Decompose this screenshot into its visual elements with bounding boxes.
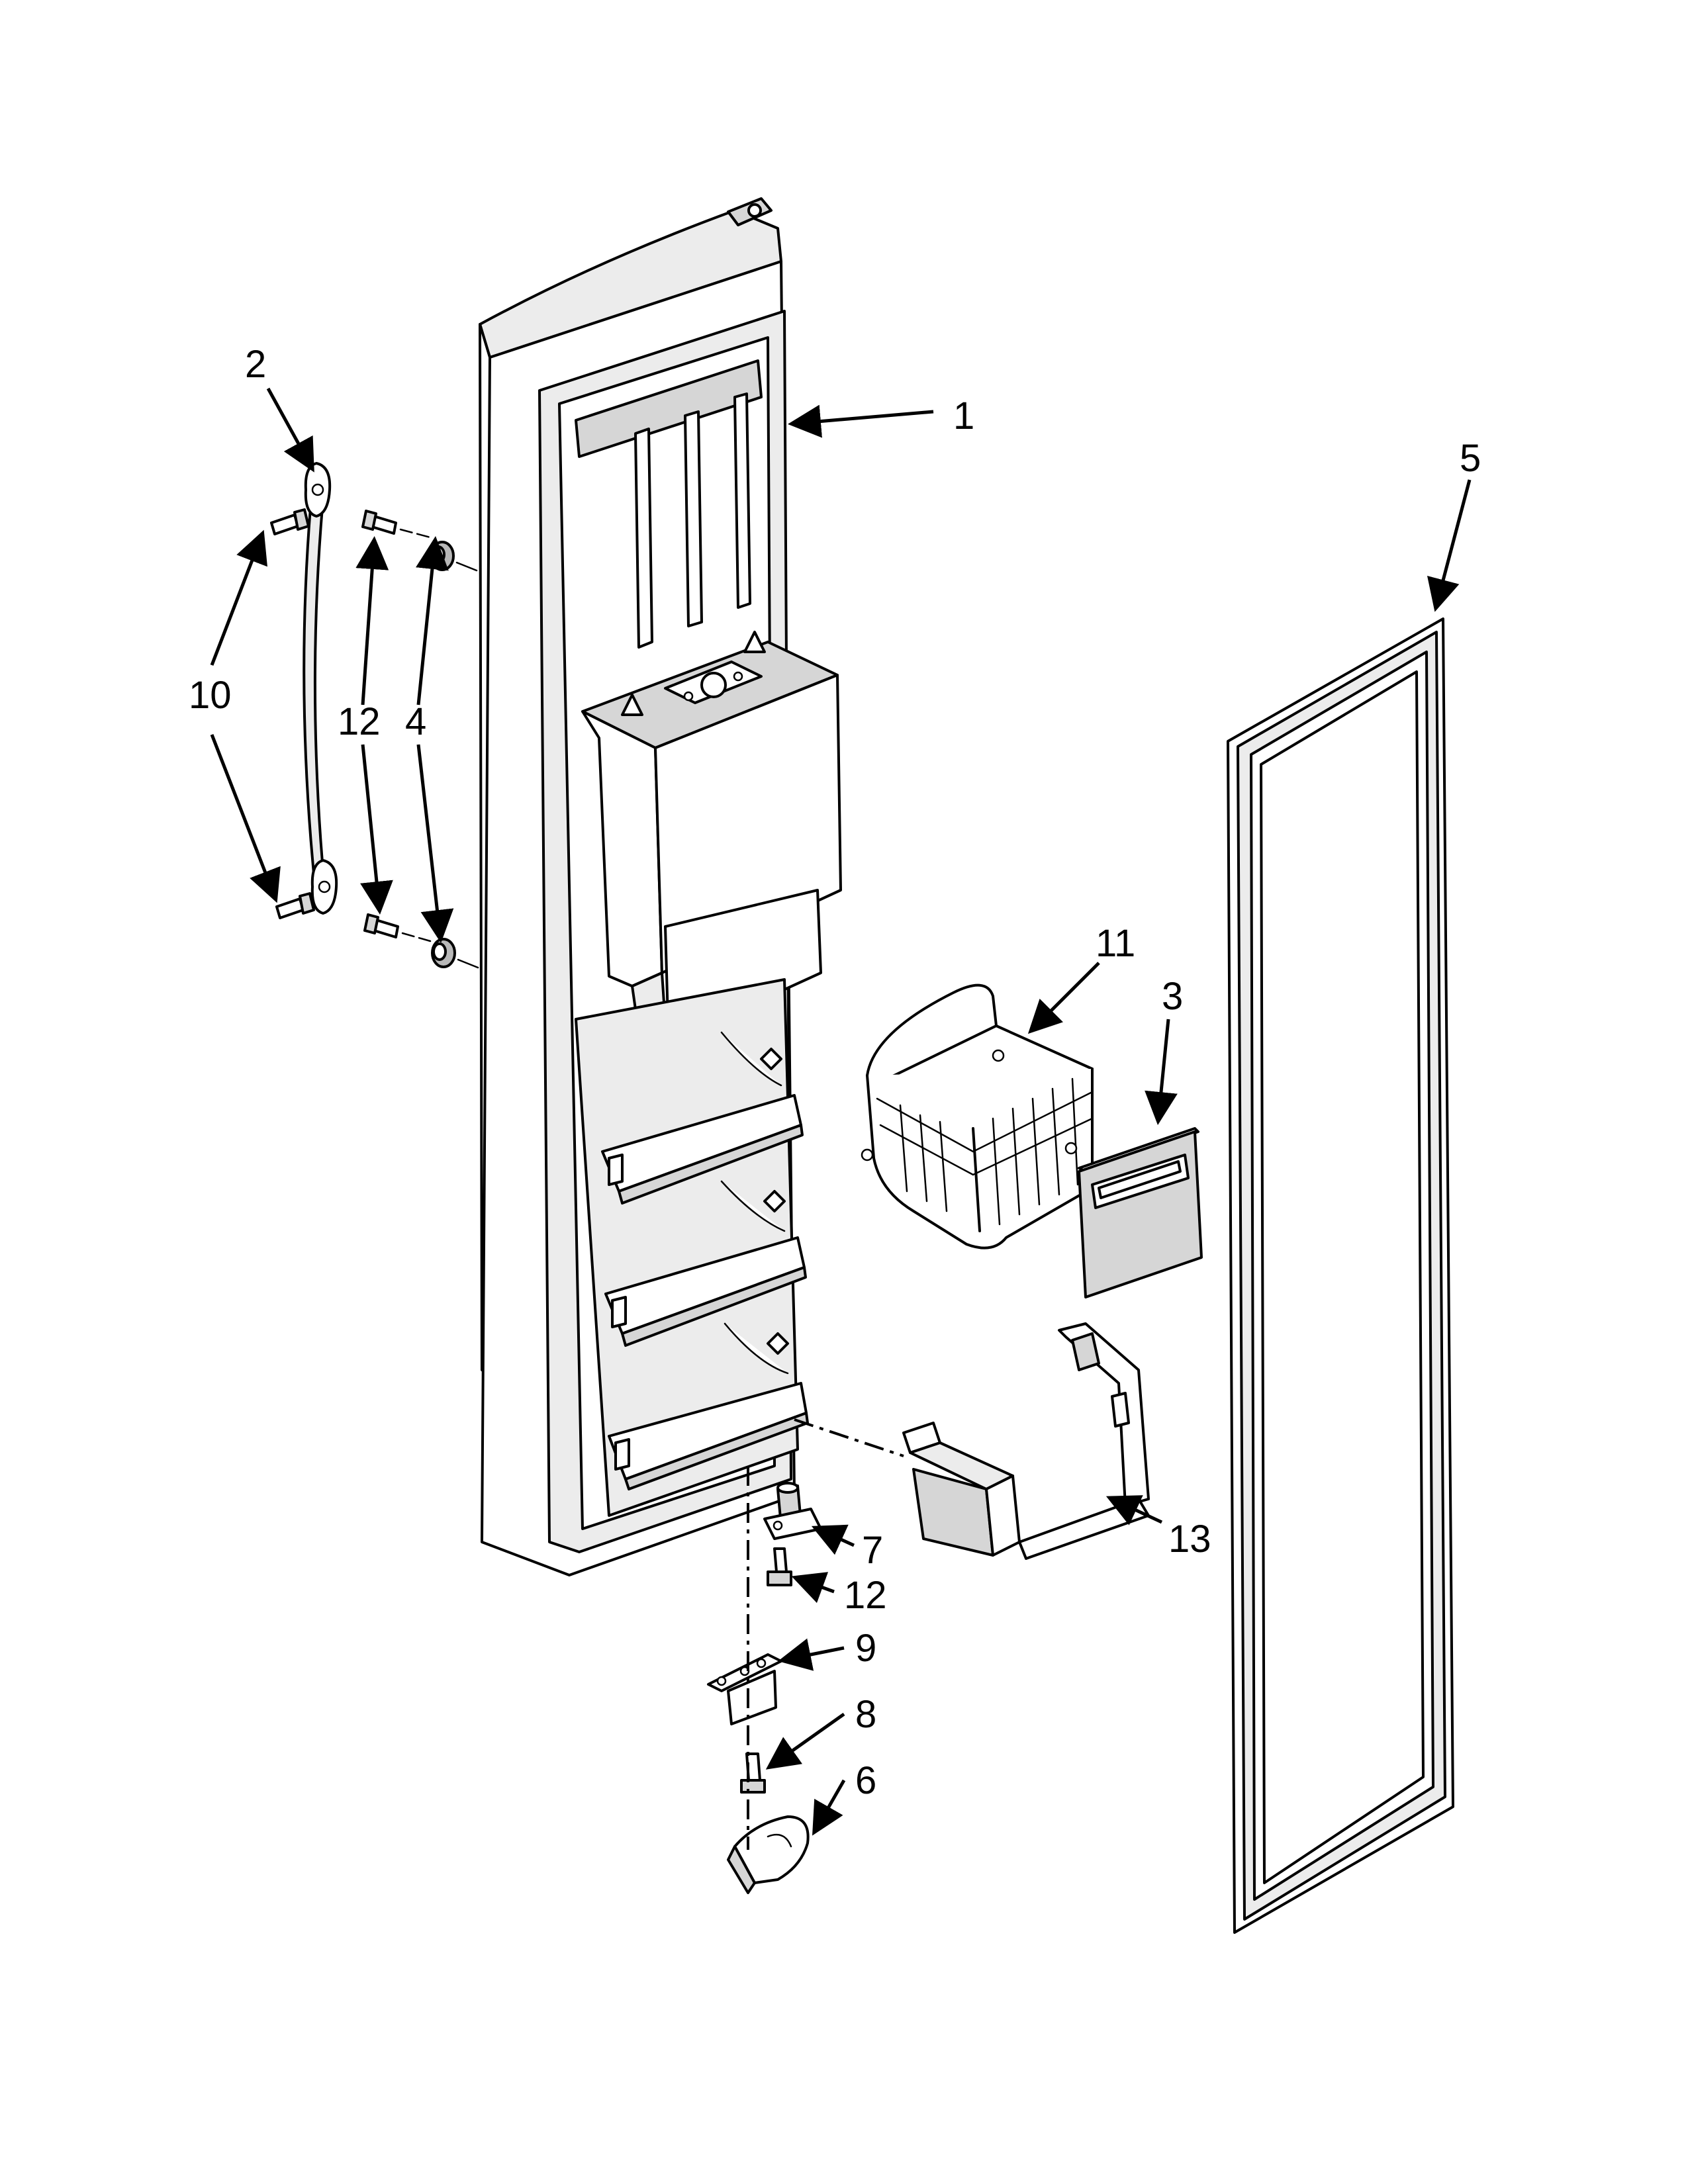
callout-4: 4 <box>405 700 426 743</box>
arrow-3 <box>1145 1019 1178 1125</box>
basket-front <box>1078 1127 1203 1298</box>
arrow-5 <box>1427 479 1472 612</box>
arrow-12-top <box>355 536 389 705</box>
callout-11: 11 <box>1096 922 1135 965</box>
callout-labels: 1 2 3 4 5 6 7 8 9 10 11 12 12 13 <box>189 343 1481 1802</box>
door-assembly <box>479 197 842 1576</box>
callout-1: 1 <box>953 394 974 437</box>
callout-10: 10 <box>189 674 232 717</box>
callout-3: 3 <box>1162 975 1183 1018</box>
arrow-10-top <box>210 529 267 666</box>
arrow-12-bottom <box>360 744 393 915</box>
callout-2: 2 <box>245 343 266 386</box>
arrow-13 <box>1105 1495 1163 1525</box>
handle <box>303 462 338 915</box>
callout-12-lower: 12 <box>844 1574 887 1617</box>
arrow-2 <box>266 387 314 473</box>
arrow-7 <box>811 1524 855 1555</box>
hinge-screw <box>740 1752 766 1794</box>
arrow-1 <box>788 404 934 438</box>
screws-left <box>361 510 432 942</box>
callout-6: 6 <box>855 1759 876 1802</box>
assembly-lines <box>747 1418 904 1850</box>
arrow-4-bottom <box>416 744 454 943</box>
arrow-4-top <box>416 536 449 705</box>
hinge <box>707 1653 782 1725</box>
handle-screws <box>270 508 315 919</box>
wire-basket <box>861 983 1094 1250</box>
hinge-cover <box>727 1815 810 1894</box>
callout-12-upper: 12 <box>338 700 381 743</box>
callout-arrows <box>210 387 1472 1836</box>
screw-lower <box>767 1547 792 1586</box>
arrow-11 <box>1027 962 1100 1034</box>
arrow-12-lower <box>791 1572 835 1604</box>
hinge-pin <box>763 1482 822 1540</box>
callout-8: 8 <box>855 1693 876 1736</box>
callout-7: 7 <box>862 1529 883 1572</box>
arrow-10-bottom <box>210 734 281 903</box>
callout-5: 5 <box>1460 437 1481 480</box>
arrow-6 <box>812 1779 846 1836</box>
callout-9: 9 <box>855 1627 876 1670</box>
arrow-9 <box>778 1638 845 1671</box>
door-gasket <box>1227 617 1454 1934</box>
callout-13: 13 <box>1168 1518 1211 1561</box>
bracket <box>902 1322 1150 1560</box>
arrow-8 <box>765 1712 845 1770</box>
